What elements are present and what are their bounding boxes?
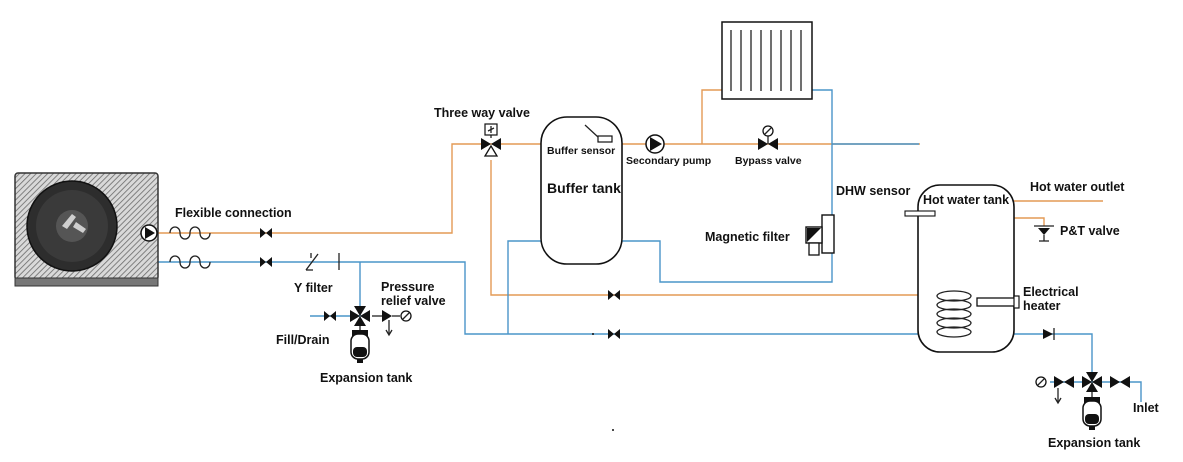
dhw-sensor-label: DHW sensor — [836, 184, 910, 198]
y-filter-label: Y filter — [294, 281, 333, 295]
inlet-label: Inlet — [1133, 401, 1160, 415]
hot-water-tank-label: Hot water tank — [923, 193, 1009, 207]
flexible-connection-icon — [169, 226, 211, 269]
three-way-valve-label: Three way valve — [434, 106, 530, 120]
heating-coil-icon — [936, 290, 972, 338]
unit-pump-icon — [140, 224, 158, 242]
magnetic-filter-icon — [805, 214, 835, 256]
magnetic-filter-label: Magnetic filter — [705, 230, 790, 244]
flexible-connection-label: Flexible connection — [175, 206, 292, 220]
inlet-valve-cluster-icon — [1035, 372, 1130, 405]
pressure-relief-valve-icon — [372, 310, 412, 337]
three-way-cock-icon — [350, 306, 370, 326]
flow-valve-icon — [260, 228, 272, 238]
buffer-tank — [540, 116, 623, 265]
dot-mark — [612, 429, 614, 431]
expansion-tank-right-label: Expansion tank — [1048, 436, 1140, 450]
expansion-tank-left-label: Expansion tank — [320, 371, 412, 385]
dhw-return-valve-icon — [608, 329, 620, 339]
secondary-pump-label: Secondary pump — [626, 155, 711, 167]
bypass-valve-label: Bypass valve — [735, 155, 802, 167]
expansion-tank-right-icon — [1082, 392, 1102, 430]
fill-drain-label: Fill/Drain — [276, 333, 329, 347]
check-valve-icon — [1043, 328, 1055, 340]
three-way-valve-icon — [481, 123, 501, 157]
electrical-heater-label-line1: Electrical — [1023, 285, 1079, 299]
dhw-flow-valve-icon — [608, 290, 620, 300]
electrical-heater-label-line2: heater — [1023, 299, 1061, 313]
radiator-icon — [721, 21, 813, 100]
return-valve-icon — [260, 257, 272, 267]
heat-pump-unit — [14, 172, 159, 287]
bypass-valve-icon — [758, 125, 778, 150]
pt-valve-icon — [1034, 225, 1054, 242]
pressure-relief-label-line1: Pressure — [381, 280, 435, 294]
y-filter-icon — [305, 253, 340, 271]
electrical-heater-icon — [976, 295, 1020, 309]
secondary-pump-icon — [645, 134, 665, 154]
expansion-tank-left-icon — [350, 326, 370, 363]
hot-water-outlet-label: Hot water outlet — [1030, 180, 1125, 194]
pt-valve-label: P&T valve — [1060, 224, 1120, 238]
buffer-sensor-label: Buffer sensor — [547, 145, 615, 157]
fill-drain-valve-icon — [324, 311, 336, 321]
buffer-tank-label: Buffer tank — [547, 180, 621, 196]
pressure-relief-label-line2: relief valve — [381, 294, 446, 308]
dot-mark — [592, 333, 594, 335]
